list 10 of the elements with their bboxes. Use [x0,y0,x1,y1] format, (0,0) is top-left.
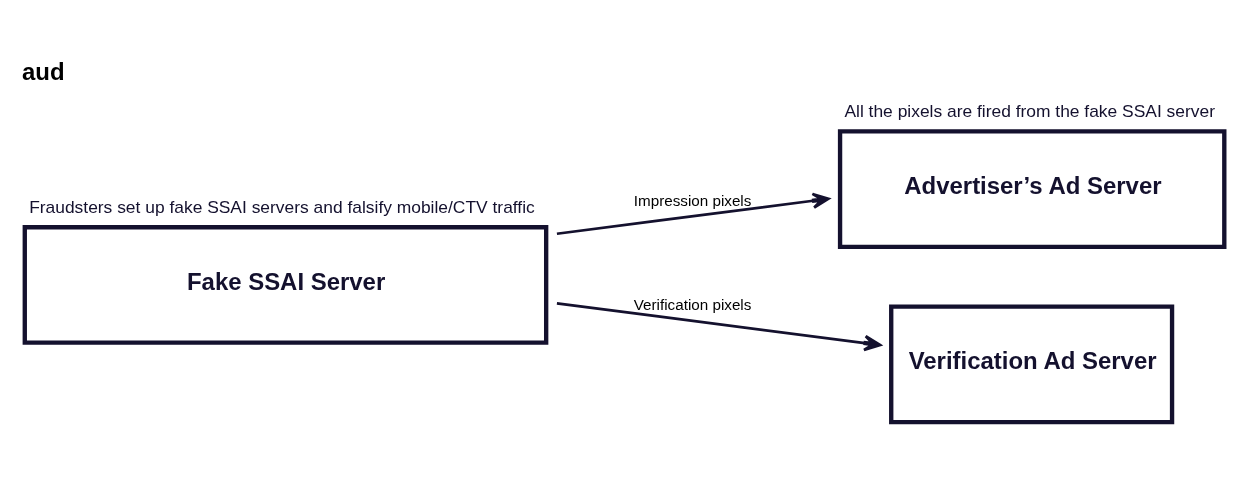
edge-label: Verification pixels [633,295,751,313]
edge-label: Impression pixels [633,191,751,209]
node-label: All the pixels are fired from the fake SSAI server [843,100,1215,121]
diagram-title: aud [21,57,65,85]
node-label: Fraudsters set up fake SSAI servers and falsify mobile/CTV traffic [28,196,535,217]
node-box: Verification Ad Server [888,304,1174,424]
node-box: Advertiser’s Ad Server [837,128,1226,249]
arrow [556,192,830,235]
arrow [556,301,881,351]
node-box: Fake SSAI Server [22,224,548,345]
